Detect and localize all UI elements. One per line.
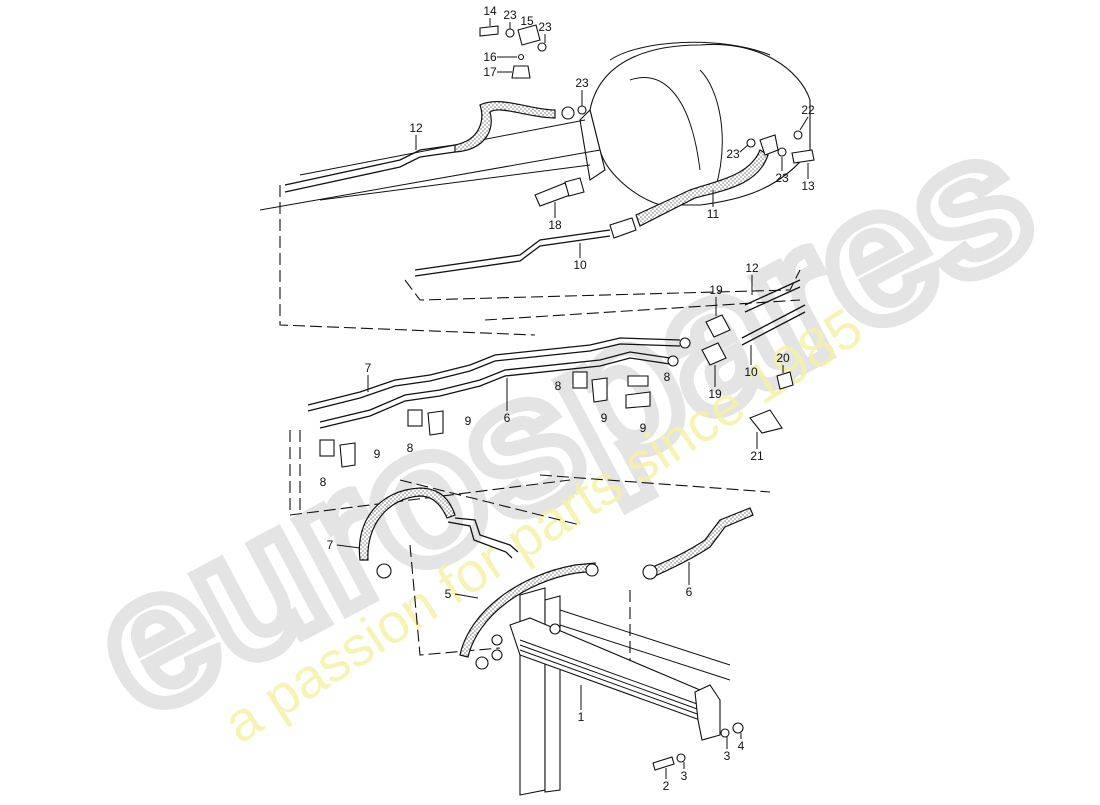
right-lines bbox=[701, 279, 806, 434]
adapter-18 bbox=[534, 177, 585, 207]
banjo-fittings-top bbox=[479, 24, 815, 164]
part-callout-10: 10 bbox=[744, 365, 758, 379]
part-callout-13: 13 bbox=[801, 179, 815, 193]
hose-5 bbox=[459, 562, 599, 670]
part-callout-2: 2 bbox=[662, 779, 670, 793]
part-callout-23: 23 bbox=[775, 171, 789, 185]
part-callout-22: 22 bbox=[801, 103, 815, 117]
part-callout-7: 7 bbox=[364, 361, 372, 375]
part-callout-8: 8 bbox=[406, 441, 414, 455]
part-callout-7: 7 bbox=[326, 538, 334, 552]
part-callout-20: 20 bbox=[776, 351, 790, 365]
part-callout-14: 14 bbox=[483, 4, 497, 18]
part-callout-8: 8 bbox=[319, 475, 327, 489]
part-callout-9: 9 bbox=[600, 411, 608, 425]
hose-7-lower bbox=[358, 487, 519, 579]
part-callout-23: 23 bbox=[538, 20, 552, 34]
part-callout-1: 1 bbox=[577, 710, 585, 724]
part-callout-16: 16 bbox=[483, 50, 497, 64]
part-callout-3: 3 bbox=[723, 749, 731, 763]
part-callout-9: 9 bbox=[373, 447, 381, 461]
leader-lines bbox=[336, 18, 809, 779]
oil-line-12 bbox=[284, 100, 575, 193]
oil-line-10 bbox=[414, 217, 637, 277]
fasteners-bottom bbox=[652, 722, 744, 771]
part-callout-6: 6 bbox=[685, 585, 693, 599]
part-callout-23: 23 bbox=[575, 76, 589, 90]
part-callout-11: 11 bbox=[706, 207, 720, 221]
oil-cooler bbox=[491, 587, 731, 796]
hose-6-lower bbox=[642, 507, 754, 580]
part-callout-9: 9 bbox=[464, 414, 472, 428]
part-callout-8: 8 bbox=[554, 379, 562, 393]
part-callout-21: 21 bbox=[750, 449, 764, 463]
part-callout-9: 9 bbox=[639, 421, 647, 435]
part-callout-23: 23 bbox=[503, 8, 517, 22]
part-callout-8: 8 bbox=[663, 370, 671, 384]
part-callout-10: 10 bbox=[573, 258, 587, 272]
part-callout-15: 15 bbox=[520, 14, 534, 28]
clips bbox=[319, 371, 651, 468]
part-callout-18: 18 bbox=[548, 218, 562, 232]
oil-lines-6-7 bbox=[307, 337, 691, 429]
part-callout-3: 3 bbox=[680, 769, 688, 783]
part-callout-19: 19 bbox=[708, 387, 722, 401]
part-callout-23: 23 bbox=[726, 147, 740, 161]
part-callout-12: 12 bbox=[409, 121, 423, 135]
part-callout-17: 17 bbox=[483, 65, 497, 79]
part-callout-19: 19 bbox=[709, 283, 723, 297]
part-callout-4: 4 bbox=[737, 739, 745, 753]
part-callout-6: 6 bbox=[503, 411, 511, 425]
oil-line-11 bbox=[635, 134, 779, 227]
part-callout-5: 5 bbox=[444, 587, 452, 601]
dashed-leader-top bbox=[279, 185, 536, 336]
part-callout-12: 12 bbox=[745, 261, 759, 275]
